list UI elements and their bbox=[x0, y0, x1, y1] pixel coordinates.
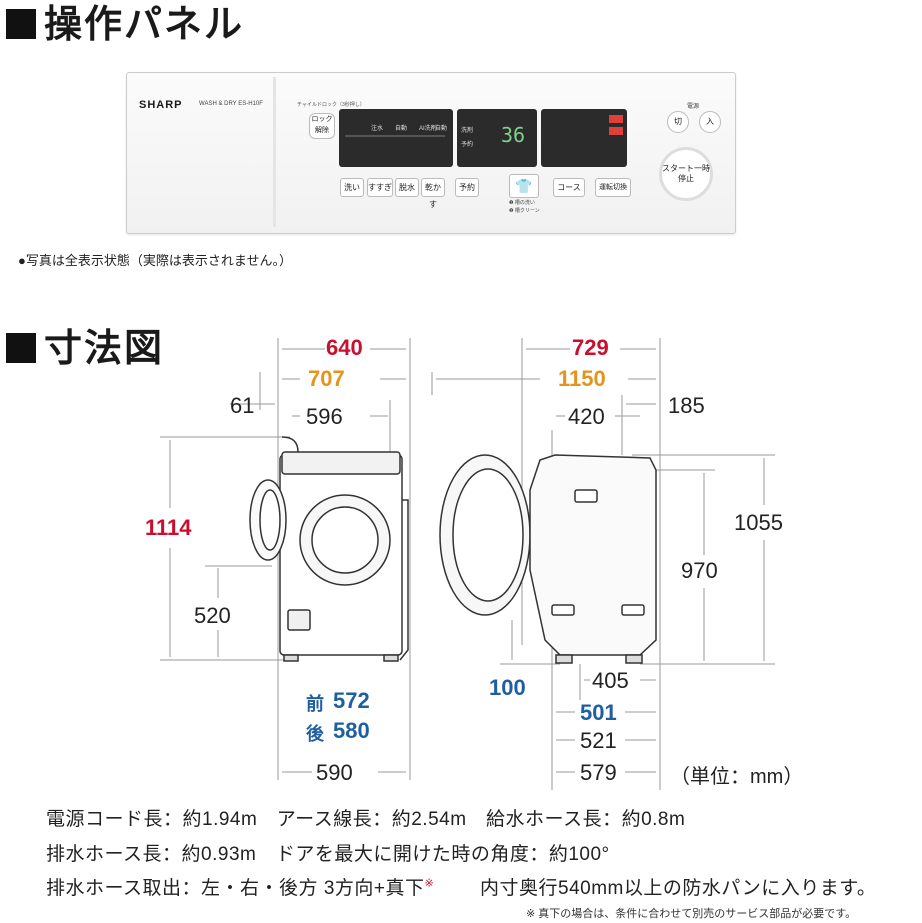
dim-side-1150: 1150 bbox=[558, 366, 606, 391]
side-view-washer bbox=[439, 454, 657, 664]
child-lock-label: チャイルドロック（3秒押し） bbox=[297, 102, 365, 108]
dim-side-420: 420 bbox=[568, 404, 605, 429]
start-pause-button[interactable]: スタート一時停止 bbox=[659, 147, 713, 201]
spec-line-3-text: 排水ホース取出：左・右・後方 3方向+真下 bbox=[46, 878, 425, 899]
front-view-washer bbox=[249, 436, 409, 662]
dim-front-label: 前 bbox=[306, 694, 324, 714]
shirt-icon[interactable]: 👕 bbox=[509, 174, 539, 198]
dim-front-572: 572 bbox=[333, 688, 370, 713]
unit-label: （単位：mm） bbox=[670, 766, 804, 788]
dim-back-580: 580 bbox=[333, 718, 370, 743]
spec-line-2: 排水ホース長：約0.93m ドアを最大に開けた時の角度：約100° bbox=[46, 844, 610, 865]
lcd-header-3: AI洗剤 bbox=[419, 126, 437, 132]
tank-clean-note: ❷ 槽クリーン bbox=[509, 208, 540, 214]
rinse-button[interactable]: すすぎ bbox=[367, 178, 393, 197]
spec-line-4: 内寸奥行540mm以上の防水パンに入ります。 bbox=[480, 878, 877, 899]
lcd-row-line bbox=[345, 135, 445, 137]
spin-button[interactable]: 脱水 bbox=[395, 178, 419, 197]
dim-front-520: 520 bbox=[194, 603, 231, 628]
dim-side-501: 501 bbox=[580, 700, 617, 725]
course-button[interactable]: コース bbox=[553, 178, 585, 197]
lcd-reserve-label: 予約 bbox=[461, 142, 474, 148]
dimensions-heading: 寸法図 bbox=[6, 330, 164, 368]
mode-switch-button[interactable]: 運転切換 bbox=[595, 178, 631, 197]
heading-square-icon-2 bbox=[6, 333, 36, 363]
dim-front-1114: 1114 bbox=[145, 515, 192, 540]
lcd-indicator-red-2 bbox=[609, 127, 623, 135]
brand-logo: SHARP bbox=[139, 99, 183, 111]
wash-button[interactable]: 洗い bbox=[340, 178, 364, 197]
spec-line-1: 電源コード長：約1.94m アース線長：約2.54m 給水ホース長：約0.8m bbox=[46, 809, 686, 830]
tank-wash-note: ❶ 槽の洗い bbox=[509, 200, 535, 206]
lcd-header-2: 自動 bbox=[395, 126, 408, 132]
dim-front-61: 61 bbox=[230, 393, 255, 418]
lcd-display-center: 洗剤 予約 36 bbox=[457, 109, 537, 167]
panel-divider bbox=[273, 77, 276, 227]
dim-front-707: 707 bbox=[308, 366, 345, 391]
dim-side-185: 185 bbox=[668, 393, 705, 418]
lcd-wash-label: 洗剤 bbox=[461, 128, 474, 134]
lock-button[interactable]: ロック解除 bbox=[309, 113, 335, 139]
dimensions-heading-text: 寸法図 bbox=[44, 328, 165, 370]
panel-heading-text: 操作パネル bbox=[44, 4, 245, 46]
lcd-header-4: 自動 bbox=[435, 126, 448, 132]
lcd-display-left: 注水 自動 AI洗剤 自動 bbox=[339, 109, 453, 167]
panel-heading: 操作パネル bbox=[6, 6, 244, 44]
power-on-button[interactable]: 入 bbox=[699, 111, 721, 133]
dim-front-596: 596 bbox=[306, 404, 343, 429]
lcd-display-right bbox=[541, 109, 627, 167]
spec-line-3: 排水ホース取出：左・右・後方 3方向+真下※ bbox=[46, 873, 434, 900]
footnote: ※ 真下の場合は、条件に合わせて別売のサービス部品が必要です。 bbox=[526, 908, 857, 920]
dim-side-729: 729 bbox=[572, 335, 609, 360]
dim-back-label: 後 bbox=[306, 724, 324, 744]
dry-button[interactable]: 乾かす bbox=[421, 178, 445, 209]
lcd-digits: 36 bbox=[501, 123, 526, 147]
dim-front-590: 590 bbox=[316, 760, 353, 785]
dim-side-405: 405 bbox=[592, 668, 629, 693]
power-label: 電源 bbox=[687, 104, 700, 110]
dim-side-1055: 1055 bbox=[734, 510, 783, 535]
control-panel-image: SHARP WASH & DRY ES-H10F チャイルドロック（3秒押し） … bbox=[126, 72, 736, 234]
reserve-button[interactable]: 予約 bbox=[455, 178, 479, 197]
dim-side-521: 521 bbox=[580, 728, 617, 753]
spec-mark: ※ bbox=[424, 877, 435, 890]
lcd-indicator-red bbox=[609, 115, 623, 123]
panel-note: ●写真は全表示状態（実際は表示されません。） bbox=[18, 253, 292, 268]
heading-square-icon bbox=[6, 9, 36, 39]
model-label: WASH & DRY ES-H10F bbox=[199, 101, 263, 107]
dim-side-970: 970 bbox=[681, 558, 718, 583]
power-off-button[interactable]: 切 bbox=[667, 111, 689, 133]
lcd-header-1: 注水 bbox=[371, 126, 384, 132]
dim-front-640: 640 bbox=[326, 335, 363, 360]
dim-side-100: 100 bbox=[489, 675, 526, 700]
dim-side-579: 579 bbox=[580, 760, 617, 785]
